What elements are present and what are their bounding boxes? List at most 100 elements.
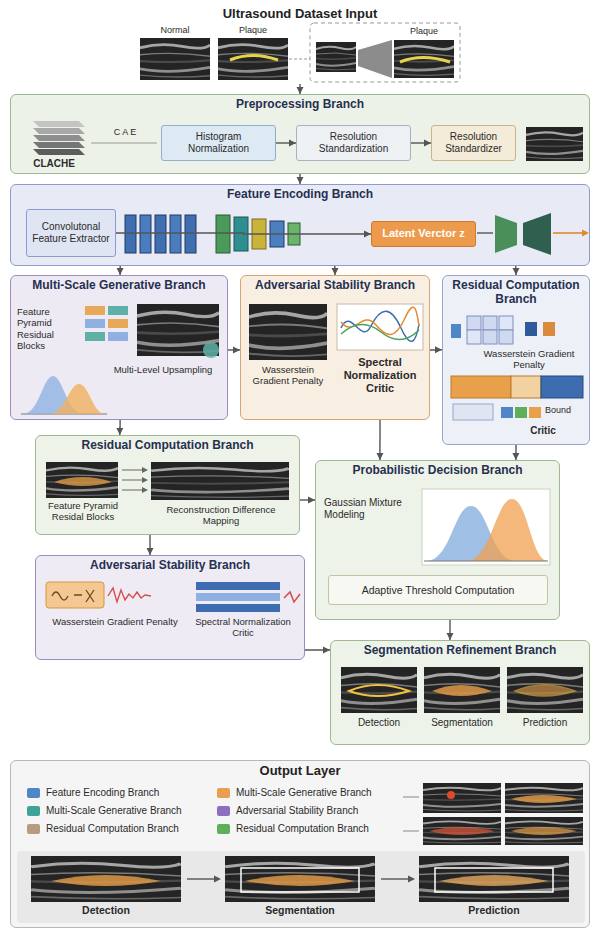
illustration-circle (203, 342, 219, 358)
panel-heading: Adversarial Stability Branch (241, 276, 429, 294)
illustration-line (403, 831, 419, 832)
label-holder: Plaque (218, 25, 288, 36)
label-holder: CLACHE (19, 158, 89, 170)
flow-arrow (228, 346, 240, 353)
illustration-use (424, 667, 500, 713)
process-box: Resolution Standardizer (431, 125, 516, 161)
illustration-rect (155, 215, 166, 253)
illustration-rect (453, 404, 493, 420)
caption-label: Normal (140, 25, 210, 36)
arrow-head (117, 268, 124, 275)
box-text: Resolution Standardizer (432, 129, 515, 157)
legend-item: Feature Encoding Branch (27, 787, 159, 799)
illustration-path (245, 875, 355, 886)
illustration-rect (483, 330, 497, 344)
illustration-use (423, 817, 501, 845)
caption-label: Detection (341, 717, 417, 729)
caption-label: C A E (95, 127, 155, 138)
illustration-path (429, 827, 495, 835)
flow-arrow (297, 84, 304, 94)
illustration-rect (196, 604, 280, 612)
label-holder: Feature Pyramid Residual Blocks (17, 306, 81, 352)
branch-panel: Residual Computation BranchFeature Pyram… (35, 435, 300, 535)
label-holder: Segmentation (225, 904, 375, 917)
caption-label: Detection (31, 904, 181, 917)
illustration-use (526, 127, 583, 161)
illustration-polygon (142, 467, 148, 473)
illustration-use (341, 667, 417, 713)
illustration-use (225, 856, 375, 902)
caption-label: Feature Pyramid Residual Blocks (17, 306, 81, 352)
illustration-use (249, 304, 327, 360)
caption-label: Spectral Normalization Critic (333, 356, 427, 396)
illustration-line (91, 143, 157, 144)
label-holder: Multi-Level Upsampling (103, 364, 223, 375)
legend-item: Residual Computation Branch (217, 823, 369, 835)
illustration-rect (511, 376, 541, 398)
flow-arrow (446, 620, 453, 640)
legend-text: Feature Encoding Branch (46, 787, 159, 799)
illustration-polygon (214, 876, 221, 883)
label-holder: Wasserstein Gradient Penalty (245, 364, 331, 387)
arrow-head (297, 87, 304, 94)
arrow-head (513, 268, 520, 275)
illustration-polygon (33, 142, 85, 148)
flow-arrow (376, 420, 383, 460)
illustration-rect (499, 316, 513, 330)
illustration-use (140, 38, 210, 80)
legend-item: Multi-Scale Generative Branch (27, 805, 182, 817)
illustration-use (419, 856, 569, 902)
panel-heading: Multi-Scale Generative Branch (11, 276, 227, 294)
illustration-use (31, 856, 181, 902)
flow-arrow (430, 346, 442, 353)
arrow-head (446, 633, 453, 640)
illustration-rect (85, 332, 105, 341)
illustration-rect (170, 215, 181, 253)
illustration-use (423, 783, 501, 813)
panel-heading: Segmentation Refinement Branch (331, 641, 589, 659)
caption-label: Segmentation (225, 904, 375, 917)
illustration-rect (125, 215, 136, 253)
illustration-path (54, 477, 112, 486)
label-holder: Gaussian Mixture Modeling (324, 497, 418, 521)
arrow-head (364, 231, 371, 238)
process-box: Adaptive Threshold Computation (328, 575, 548, 605)
illustration-rect (467, 316, 481, 330)
illustration-polygon (33, 128, 85, 134)
illustration-use (505, 817, 583, 845)
caption-label: Reconstruction Difference Mapping (151, 504, 291, 527)
legend-item: Residual Computation Branch (27, 823, 179, 835)
illustration-rect (529, 407, 541, 418)
legend-swatch (217, 806, 230, 816)
illustration-use (505, 783, 583, 813)
illustration-rect (451, 324, 461, 338)
branch-panel: Adversarial Stability BranchWasserstein … (240, 275, 430, 420)
illustration-rect (108, 306, 128, 315)
illustration-path (466, 499, 548, 561)
illustration-rect (541, 376, 583, 398)
label-holder: Spectral Normalization Critic (186, 616, 300, 639)
illustration-path (230, 56, 278, 61)
label-holder: Prediction (507, 717, 583, 729)
caption-label: Plaque (218, 25, 288, 36)
illustration-line (381, 878, 409, 879)
label-holder: Critic (503, 425, 583, 437)
illustration-rect (422, 489, 550, 565)
arrow-head (116, 428, 123, 435)
caption-label: Critic (503, 425, 583, 437)
arrow-head (376, 453, 383, 460)
legend-text: Multi-Scale Generative Branch (236, 787, 372, 799)
illustration-path (341, 311, 419, 341)
arrow-head (233, 346, 240, 353)
arrow-head (512, 453, 519, 460)
box-text: Convolutonal Feature Extractor (27, 219, 115, 247)
arrow-head (323, 646, 330, 653)
branch-panel: Feature Encoding BranchConvolutonal Feat… (10, 184, 590, 266)
legend-swatch (27, 806, 40, 816)
caption-label: Segmentation (424, 717, 500, 729)
flow-arrow (276, 140, 296, 147)
illustration-polygon (142, 487, 148, 493)
illustration-path (511, 795, 577, 803)
caption-label: Wasserstein Gradient Penalty (42, 616, 188, 627)
caption-label: Wasserstein Gradient Penalty (245, 364, 331, 387)
